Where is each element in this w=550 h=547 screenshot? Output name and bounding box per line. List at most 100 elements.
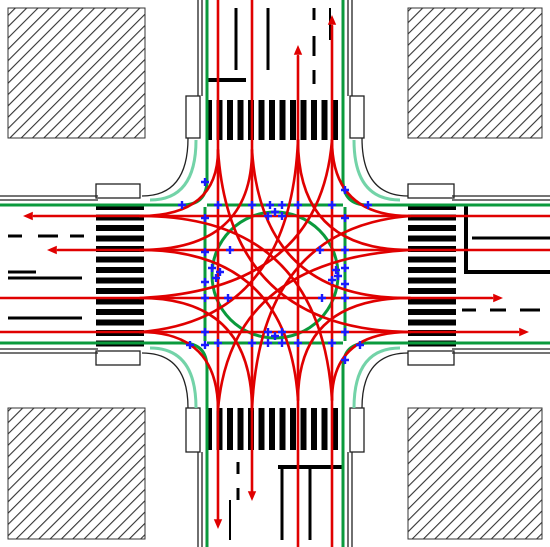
conflict-point-16 <box>341 214 349 222</box>
bike-path-south-left <box>0 341 209 547</box>
crosswalk-west-stripe <box>96 214 144 221</box>
curb-west-inner <box>0 199 98 350</box>
conflict-point-7 <box>341 186 349 194</box>
conflict-point-19 <box>341 280 349 288</box>
conflict-point-22 <box>341 356 349 364</box>
crosswalk-east-stripe <box>408 288 456 294</box>
crosswalk-north-stripe <box>332 100 338 140</box>
vehicle-turn-path-1 <box>138 148 220 218</box>
crosswalk-west-stripe <box>96 256 144 263</box>
building-south-west <box>7 407 146 540</box>
crosswalk-east-stripe <box>408 256 456 263</box>
vehicle-turn-path-7 <box>138 214 334 402</box>
island-east-top <box>407 183 455 199</box>
crosswalk-north-stripe <box>206 100 212 140</box>
crosswalk-south-stripe <box>258 408 265 450</box>
island-east-bottom <box>407 350 455 366</box>
curb-south <box>197 452 353 547</box>
island-west-bottom <box>95 350 141 366</box>
island-north-right <box>349 95 365 139</box>
bike-path-box <box>203 203 347 345</box>
corner-sw <box>141 352 189 409</box>
crosswalk-north-stripe <box>300 100 307 140</box>
conflict-point-12 <box>201 278 209 286</box>
vehicle-turn-path-14 <box>138 138 300 334</box>
conflict-point-24 <box>248 339 256 347</box>
building-north-east <box>407 7 543 139</box>
crosswalk-south-stripe <box>300 408 307 450</box>
island-north-left <box>185 95 201 139</box>
vehicle-turn-path-8 <box>330 138 412 218</box>
conflict-point-10 <box>201 214 209 222</box>
conflict-point-42 <box>334 272 342 280</box>
corner-nw <box>141 137 189 197</box>
crosswalk-south-stripe <box>332 408 338 450</box>
conflict-point-11 <box>201 248 209 256</box>
vehicle-turn-path-2 <box>250 148 412 300</box>
crosswalk-south-stripe <box>269 408 275 450</box>
conflict-point-18 <box>341 264 349 272</box>
conflict-point-37 <box>208 264 216 272</box>
crosswalk-north-stripe <box>258 100 265 140</box>
conflict-point-17 <box>341 246 349 254</box>
crosswalk-south-stripe <box>290 408 296 450</box>
conflict-point-29 <box>186 341 194 349</box>
crosswalk-west-stripe <box>96 204 144 210</box>
conflict-point-44 <box>226 246 234 254</box>
crosswalk-south-stripe <box>216 408 223 450</box>
crosswalk-east-stripe <box>408 204 456 210</box>
crosswalk-south-stripe <box>206 408 212 450</box>
vehicle-turn-path-6 <box>138 248 300 402</box>
island-south-left <box>185 407 201 453</box>
island-west-top <box>95 183 141 199</box>
buildings-group <box>7 7 543 540</box>
crosswalk-north-stripe <box>269 100 275 140</box>
vehicle-turn-path-11 <box>216 248 412 412</box>
conflict-point-41 <box>328 276 336 284</box>
crosswalk-north-stripe <box>311 100 317 140</box>
crosswalk-north-stripe <box>321 100 328 140</box>
crosswalk-south-stripe <box>227 408 233 450</box>
bike-corner-2 <box>149 346 198 409</box>
crosswalk-south-stripe <box>311 408 317 450</box>
crosswalk-east-stripe <box>408 319 456 326</box>
arrow-west-2 <box>47 245 57 255</box>
vehicle-turn-path-3 <box>216 148 412 334</box>
conflict-point-34 <box>271 332 279 340</box>
conflict-point-30 <box>356 341 364 349</box>
conflict-point-4 <box>278 201 286 209</box>
crosswalk-east-stripe <box>408 225 456 231</box>
building-north-west <box>7 7 146 139</box>
crosswalk-north-stripe <box>279 100 286 140</box>
conflict-point-6 <box>328 201 336 209</box>
conflict-point-38 <box>212 274 220 282</box>
building-south-east <box>407 407 543 540</box>
crosswalk-east-stripe <box>408 267 456 273</box>
crosswalk-south-stripe <box>237 408 244 450</box>
conflict-point-2 <box>248 201 256 209</box>
conflict-point-13 <box>201 294 209 302</box>
curb-east-inner <box>452 199 550 350</box>
curb-north-west <box>197 0 353 96</box>
crosswalk-east-stripe <box>408 298 456 305</box>
arrow-north-1 <box>293 45 303 55</box>
conflict-point-15 <box>201 341 209 349</box>
curb-east <box>452 195 550 354</box>
conflict-point-35 <box>264 328 272 336</box>
crosswalk-west-stripe <box>96 309 144 315</box>
conflict-point-14 <box>201 328 209 336</box>
vehicle-turn-path-10 <box>250 214 412 412</box>
conflict-point-5 <box>294 201 302 209</box>
crosswalk-south-stripe <box>279 408 286 450</box>
bike-corner-0 <box>149 139 198 202</box>
arrow-east-2 <box>519 327 529 337</box>
crosswalk-north-stripe <box>216 100 223 140</box>
lane-markings <box>8 8 550 540</box>
conflict-point-32 <box>264 212 272 220</box>
crosswalk-west-stripe <box>96 277 144 284</box>
conflict-point-40 <box>332 266 340 274</box>
crosswalk-east-stripe <box>408 309 456 315</box>
crosswalk-west-stripe <box>96 288 144 294</box>
arrow-east-1 <box>493 293 503 303</box>
